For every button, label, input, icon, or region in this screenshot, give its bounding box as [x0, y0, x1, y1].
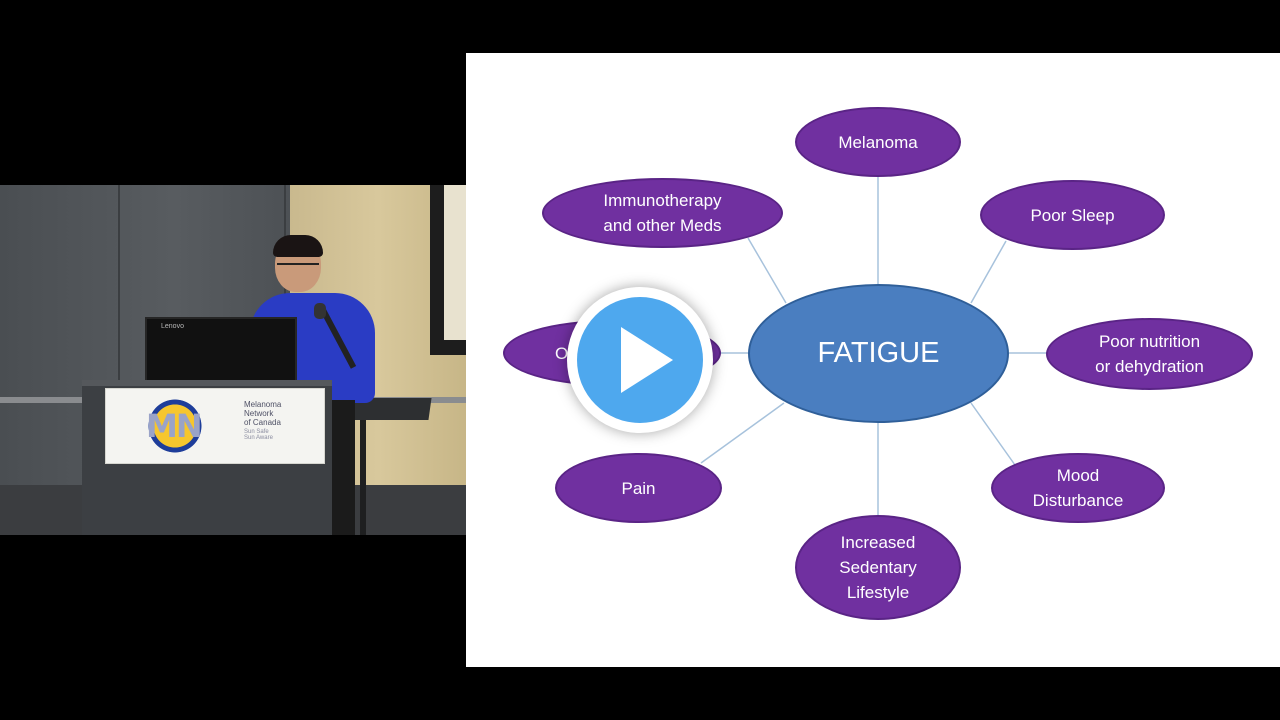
- play-icon: [621, 327, 673, 393]
- node-melanoma: Melanoma: [795, 107, 961, 177]
- node-poor-nutrition: Poor nutrition or dehydration: [1046, 318, 1253, 390]
- play-button[interactable]: [567, 287, 713, 433]
- node-mood-disturbance: Mood Disturbance: [991, 453, 1165, 523]
- connector-top-right: [970, 240, 1007, 304]
- sign-org-name: Melanoma Network of Canada: [244, 400, 282, 427]
- node-poor-sleep: Poor Sleep: [980, 180, 1165, 250]
- sign-logo: MN: [146, 407, 203, 445]
- speaker-video: Lenovo MN Melanoma Network of Canada Sun…: [0, 185, 466, 535]
- laptop-brand-label: Lenovo: [161, 323, 184, 330]
- connector-bottom-left: [700, 402, 785, 464]
- node-sedentary-lifestyle: Increased Sedentary Lifestyle: [795, 515, 961, 620]
- podium-sign: MN Melanoma Network of Canada Sun Safe S…: [105, 388, 325, 464]
- sign-tagline: Sun Safe Sun Aware: [244, 429, 273, 441]
- sign-logo-mark: [146, 397, 204, 455]
- connector-bottom-right: [970, 402, 1016, 466]
- connector-lines: [700, 177, 1048, 515]
- node-pain: Pain: [555, 453, 722, 523]
- connector-top-left: [747, 237, 787, 304]
- laptop: Lenovo: [145, 317, 297, 389]
- node-immunotherapy: Immunotherapy and other Meds: [542, 178, 783, 248]
- node-fatigue-center: FATIGUE: [748, 284, 1009, 423]
